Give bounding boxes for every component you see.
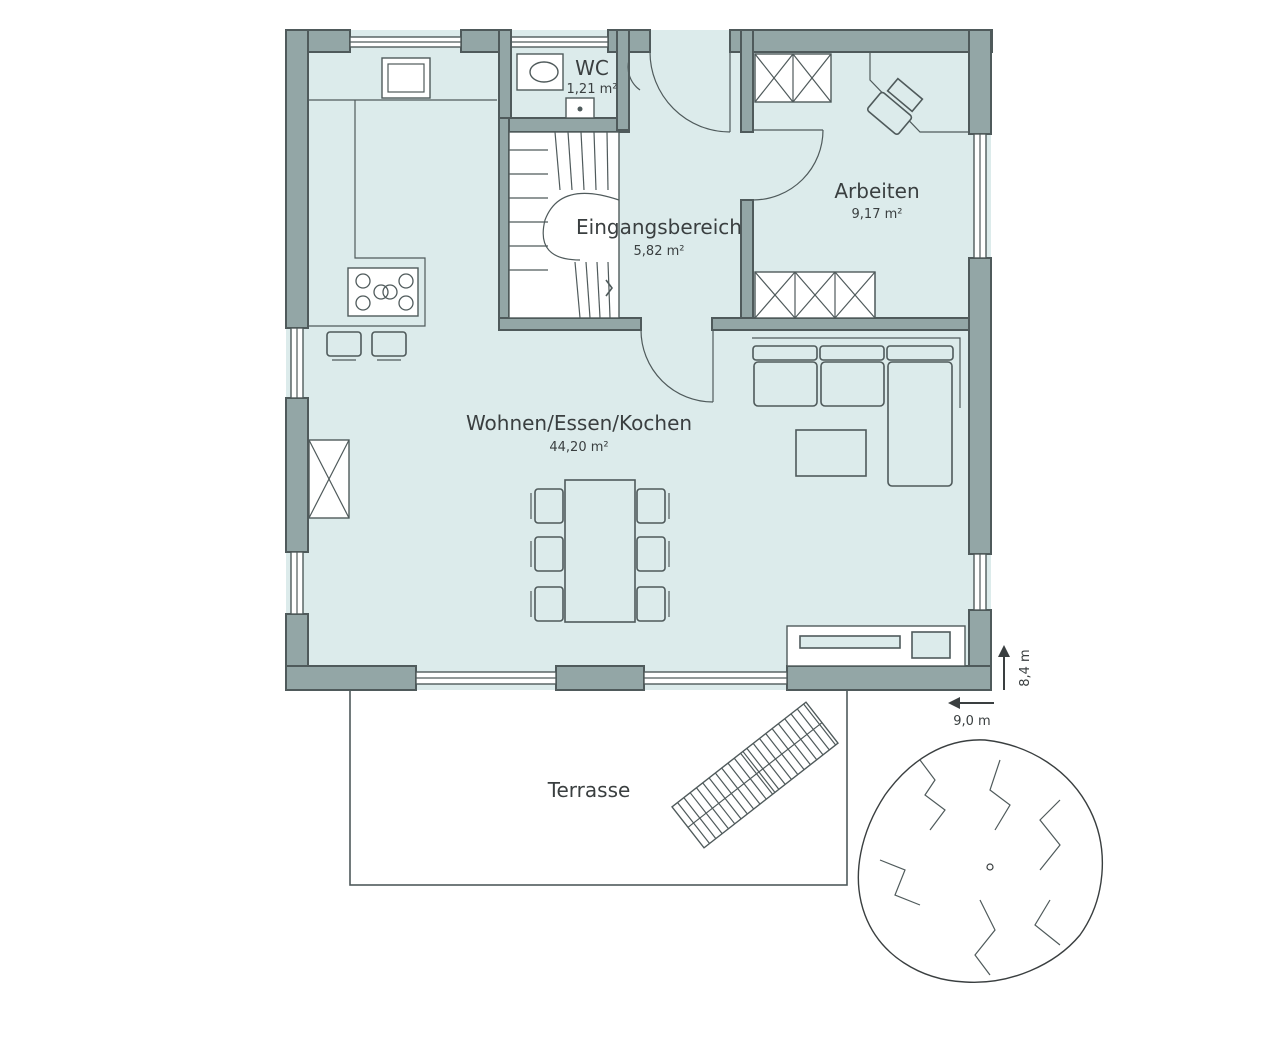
terrace-name: Terrasse <box>547 778 631 802</box>
kitchen <box>308 57 497 361</box>
office-name: Arbeiten <box>834 179 919 203</box>
tree <box>857 739 1104 983</box>
tv-sideboard <box>786 625 966 667</box>
office-area: 9,17 m² <box>852 207 903 222</box>
dining-chair <box>636 586 670 622</box>
dining-chair <box>636 536 670 572</box>
interior-walls <box>498 29 970 331</box>
width-label: 9,0 m <box>953 714 990 729</box>
dining-chair <box>636 488 670 524</box>
office-furniture <box>754 52 969 319</box>
living-area: 44,20 m² <box>549 440 608 455</box>
windows <box>290 36 987 685</box>
terrace <box>349 687 848 886</box>
dining-chair <box>530 488 564 524</box>
depth-label: 8,4 m <box>1018 649 1033 686</box>
living-name: Wohnen/Essen/Kochen <box>466 411 692 435</box>
dimension-markers <box>948 645 1010 709</box>
wc-area: 1,21 m² <box>567 82 618 97</box>
wc-name: WC <box>575 56 609 80</box>
dining-chair <box>530 536 564 572</box>
dining-set <box>530 479 670 623</box>
wc-fixtures <box>516 53 595 119</box>
cabinet-left <box>308 439 350 519</box>
doors <box>627 51 824 403</box>
sun-lounger <box>671 701 839 849</box>
dining-chair <box>530 586 564 622</box>
entrance-area: 5,82 m² <box>634 244 685 259</box>
staircase <box>508 131 620 319</box>
entrance-name: Eingangsbereich <box>576 215 742 239</box>
sofa <box>752 337 961 487</box>
